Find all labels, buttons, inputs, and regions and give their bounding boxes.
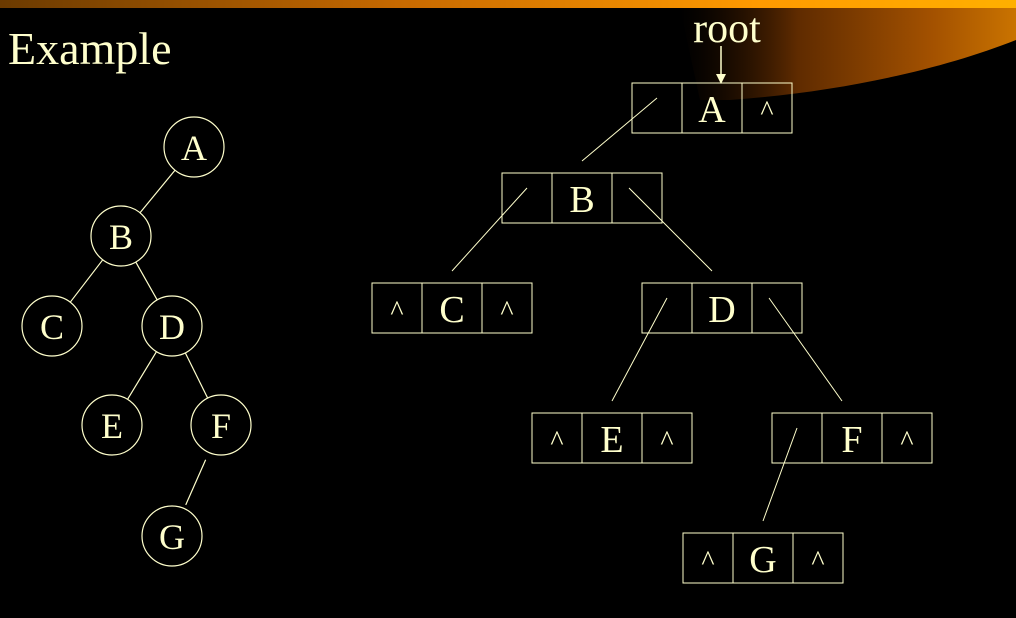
tree-node-label: B	[109, 217, 133, 257]
node-box	[641, 282, 803, 334]
tree-edge-f-g	[185, 459, 207, 506]
linked-node-f: F^	[771, 412, 933, 464]
data-cell: E	[600, 419, 623, 461]
tree-node-label: E	[101, 406, 123, 446]
tree-edge-d-f	[184, 352, 209, 399]
tree-node-a: A	[163, 116, 225, 178]
root-label: root	[693, 6, 761, 52]
node-box	[531, 412, 693, 464]
right-pointer-cell: ^	[760, 96, 773, 127]
data-cell: C	[439, 289, 464, 331]
node-box	[631, 82, 793, 134]
linked-node-b: B	[501, 172, 663, 224]
data-cell: A	[698, 89, 726, 131]
node-box	[501, 172, 663, 224]
linked-node-a: A^	[631, 82, 793, 134]
right-pointer-cell: ^	[900, 426, 913, 457]
tree-node-b: B	[90, 205, 152, 267]
node-box	[371, 282, 533, 334]
pointer-f-left-to-g	[762, 427, 798, 522]
root-arrow	[716, 46, 726, 84]
tree-edge-b-d	[135, 261, 158, 301]
tree-node-circle	[190, 394, 252, 456]
tree-edge-b-c	[69, 259, 104, 303]
linked-node-d: D	[641, 282, 803, 334]
circle-tree: A B C D E F G	[21, 116, 252, 567]
data-cell: B	[569, 179, 594, 221]
tree-edge-a-b	[139, 169, 176, 214]
tree-node-circle	[21, 295, 83, 357]
left-pointer-cell: ^	[701, 546, 714, 577]
left-pointer-cell: ^	[550, 426, 563, 457]
pointer-a-left-to-b	[581, 97, 658, 162]
tree-edge-d-e	[127, 351, 157, 400]
data-cell: F	[841, 419, 862, 461]
tree-node-label: G	[159, 517, 185, 557]
tree-node-circle	[141, 505, 203, 567]
tree-node-label: A	[181, 128, 207, 168]
linked-node-c: ^ C ^	[371, 282, 533, 334]
tree-node-label: F	[211, 406, 231, 446]
right-pointer-cell: ^	[660, 426, 673, 457]
tree-node-circle	[163, 116, 225, 178]
node-box	[682, 532, 844, 584]
tree-node-label: D	[159, 307, 185, 347]
pointer-d-right-to-f	[768, 297, 843, 402]
pointer-b-left-to-c	[451, 187, 528, 272]
right-pointer-cell: ^	[500, 296, 513, 327]
data-cell: D	[708, 289, 735, 331]
top-accent-bar	[0, 0, 1016, 8]
linked-node-g: ^ G ^	[682, 532, 844, 584]
tree-node-e: E	[81, 394, 143, 456]
tree-node-label: C	[40, 307, 64, 347]
tree-node-circle	[81, 394, 143, 456]
tree-node-d: D	[141, 295, 203, 357]
tree-node-circle	[90, 205, 152, 267]
pointer-d-left-to-e	[611, 297, 668, 402]
tree-node-c: C	[21, 295, 83, 357]
right-pointer-cell: ^	[811, 546, 824, 577]
tree-node-g: G	[141, 505, 203, 567]
data-cell: G	[749, 539, 776, 581]
node-box	[771, 412, 933, 464]
tree-node-circle	[141, 295, 203, 357]
pointer-b-right-to-d	[628, 187, 713, 272]
left-pointer-cell: ^	[390, 296, 403, 327]
linked-node-e: ^ E ^	[531, 412, 693, 464]
tree-node-f: F	[190, 394, 252, 456]
linked-representation: root A^B^C^D^E^F^^G^	[371, 6, 933, 584]
slide-title: Example	[8, 23, 172, 74]
